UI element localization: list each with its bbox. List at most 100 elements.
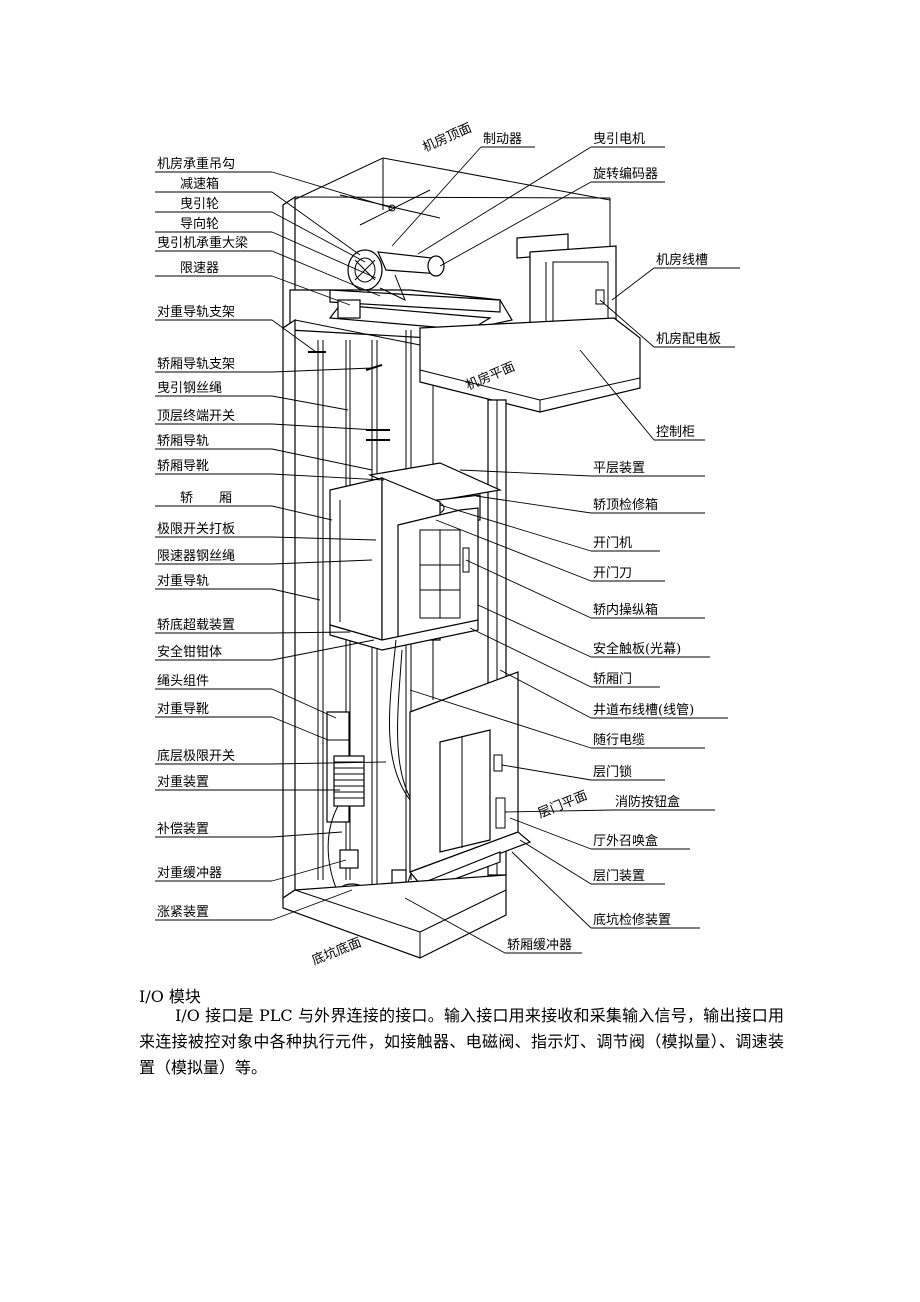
leader-line [271, 559, 373, 565]
leader-line [271, 639, 375, 661]
leader-line [509, 817, 592, 850]
label-machine-beam: 曳引机承重大梁 [157, 235, 248, 251]
label-landing-door-device: 层门装置 [593, 869, 645, 884]
top-labels: 制动器 曳引电机 旋转编码器 [483, 132, 658, 182]
label-gearbox: 减速箱 [180, 176, 219, 192]
leader-line [599, 299, 655, 348]
leader-line [439, 504, 592, 552]
label-hoist-rope: 曳引钢丝绳 [157, 381, 222, 396]
label-car-guide-rail: 轿厢导轨 [157, 434, 209, 449]
leader-line [271, 319, 317, 353]
label-safety-gear: 安全钳钳体 [157, 644, 222, 660]
leader-line [271, 211, 366, 263]
machine-room [282, 157, 641, 413]
leader-line [417, 146, 592, 255]
label-car-rail-bracket: 轿厢导轨支架 [157, 357, 235, 372]
leader-line [271, 473, 385, 481]
counterweight-stack [333, 755, 365, 807]
label-tension-device: 涨紧装置 [157, 905, 209, 920]
leader-line [391, 146, 482, 247]
label-limit-cam: 极限开关打板 [157, 522, 235, 537]
landing-door-assembly [408, 671, 532, 893]
label-car-operating-panel: 轿内操纵箱 [593, 602, 658, 618]
leader-line [271, 631, 351, 634]
label-safety-edge: 安全触板(光幕) [593, 641, 681, 657]
leader-line [271, 889, 353, 921]
leader-line [271, 231, 377, 279]
section-paragraph: I/O 接口是 PLC 与外界连接的接口。输入接口用来接收和采集输入信号，输出接… [139, 1006, 784, 1077]
label-traveling-cable: 随行电缆 [593, 732, 645, 748]
label-leveling-device: 平层装置 [593, 461, 645, 476]
plane-label-landing-floor: 层门平面 [536, 788, 590, 821]
leader-line [499, 669, 592, 719]
leader-line [477, 604, 592, 658]
leader-line [271, 275, 351, 306]
label-car-top-box: 轿顶检修箱 [593, 497, 658, 513]
leader-line [504, 809, 614, 813]
label-control-cabinet: 控制柜 [656, 425, 695, 440]
leader-line [271, 191, 361, 256]
left-labels: 机房承重吊勾 减速箱 曳引轮 导向轮 曳引机承重大梁 限速器 对重导轨支架 轿厢… [157, 156, 248, 920]
leader-line [271, 505, 333, 521]
label-overload-device: 轿底超载装置 [157, 617, 235, 633]
leader-line [519, 839, 592, 885]
label-car-guide-shoe: 轿厢导靴 [157, 459, 209, 474]
leader-line [409, 689, 592, 749]
label-fire-button-box: 消防按钮盒 [615, 794, 680, 810]
label-rope-hitch: 绳头组件 [157, 674, 209, 689]
leader-line [404, 897, 506, 954]
leader-line [271, 536, 377, 541]
label-shaft-trunking: 井道布线槽(线管) [593, 703, 694, 718]
leader-line [465, 559, 592, 619]
label-hall-call-box: 厅外召唤盒 [593, 833, 658, 849]
label-cw-buffer: 对重缓冲器 [157, 865, 222, 881]
label-top-limit-switch: 顶层终端开关 [157, 408, 235, 424]
label-traction-sheave: 曳引轮 [180, 197, 219, 212]
leader-line [271, 831, 343, 838]
leader-line [271, 761, 387, 765]
leader-lines [155, 146, 740, 954]
leader-line [435, 519, 592, 582]
label-car-door: 轿厢门 [593, 672, 632, 687]
section-heading: I/O 模块 [139, 987, 201, 1006]
leader-line [611, 267, 655, 301]
label-car-buffer: 轿厢缓冲器 [507, 938, 572, 953]
label-mr-trunking: 机房线槽 [656, 252, 708, 268]
leader-line [271, 859, 347, 882]
label-pit-inspection-box: 底坑检修装置 [593, 912, 671, 928]
label-cw-rail-bracket: 对重导轨支架 [157, 304, 235, 320]
label-door-vane: 开门刀 [593, 566, 632, 581]
leader-line [579, 349, 655, 441]
hoistway [282, 318, 507, 907]
leader-line [271, 448, 373, 471]
label-rotary-encoder: 旋转编码器 [593, 167, 658, 182]
label-mr-switchboard: 机房配电板 [656, 331, 721, 347]
plane-label-pit-floor: 底坑底面 [310, 934, 364, 968]
leader-line [469, 627, 592, 688]
plane-label-machine-room-top: 机房顶面 [420, 120, 474, 156]
label-governor-rope: 限速器钢丝绳 [157, 549, 235, 564]
label-car: 轿 厢 [180, 491, 232, 506]
leader-line [271, 688, 337, 719]
leader-line [459, 469, 592, 477]
leader-line [271, 423, 377, 431]
label-compensation: 补偿装置 [157, 822, 209, 837]
leader-line [271, 250, 381, 297]
label-counterweight: 对重装置 [157, 774, 209, 790]
label-hoist-hook: 机房承重吊勾 [157, 156, 235, 172]
leader-line [271, 716, 329, 741]
label-traction-motor: 曳引电机 [593, 132, 645, 147]
leader-line [501, 764, 592, 781]
pit [282, 874, 507, 959]
leader-line [439, 181, 592, 267]
elevator-structure-diagram: 机房顶面 机房平面 层门平面 底坑底面 机房承重吊勾 减速箱 曳引轮 导向轮 曳… [155, 120, 740, 969]
label-bottom-limit-switch: 底层极限开关 [157, 748, 235, 764]
leader-line [511, 851, 592, 929]
right-labels: 机房线槽 机房配电板 控制柜 平层装置 轿顶检修箱 开门机 开门刀 轿内操纵箱 … [507, 252, 721, 953]
leader-line [271, 588, 321, 601]
label-deflector-sheave: 导向轮 [180, 216, 219, 232]
leader-line [271, 395, 349, 411]
label-brake: 制动器 [483, 132, 522, 147]
leader-line [475, 495, 592, 514]
leader-line [271, 367, 373, 373]
